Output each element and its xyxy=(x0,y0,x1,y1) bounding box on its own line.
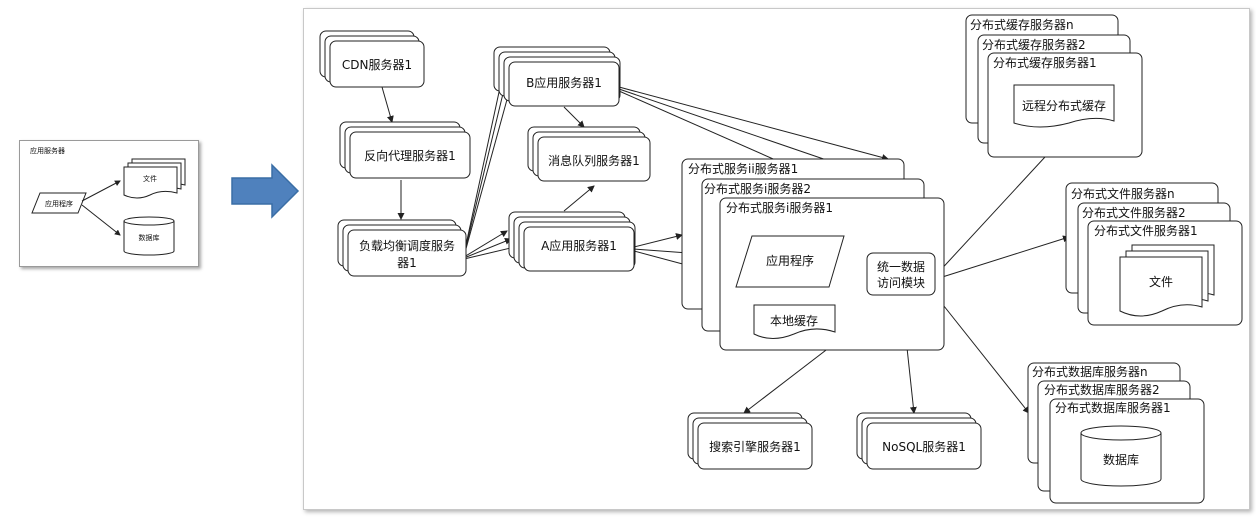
mq-box xyxy=(537,136,651,182)
db-server-stack: 分布式数据库服务器n 分布式数据库服务器2 分布式数据库服务器1 数据库 xyxy=(1027,362,1205,504)
proxy-server-stack: 反向代理服务器1 xyxy=(339,121,471,179)
lb-box xyxy=(347,229,467,277)
edge-b-svc-ii xyxy=(618,86,889,161)
edge-a-svc-ii xyxy=(633,233,683,248)
db-2-label: 分布式数据库服务器2 xyxy=(1044,382,1160,397)
b-app-label: B应用服务器1 xyxy=(526,75,602,90)
file-server-stack: 分布式文件服务器n 分布式文件服务器2 分布式文件服务器1 文件 xyxy=(1065,182,1243,326)
cdn-server-stack: CDN服务器1 xyxy=(319,30,425,88)
file-shape-1 xyxy=(1119,256,1203,317)
edge-lb-b3 xyxy=(463,84,513,257)
file-label: 文件 xyxy=(1149,274,1173,289)
cdn-label: CDN服务器1 xyxy=(342,57,412,72)
edge-lb-a2 xyxy=(463,238,512,259)
db-n-label: 分布式数据库服务器n xyxy=(1032,364,1148,379)
small-edge-app-file xyxy=(81,180,121,202)
search-label: 搜索引擎服务器1 xyxy=(709,439,801,454)
uda-label-2: 访问模块 xyxy=(877,276,925,290)
small-db-body xyxy=(123,221,175,256)
small-app-shape xyxy=(31,192,87,214)
db-cylinder-body xyxy=(1080,433,1162,487)
mq-server-stack: 消息队列服务器1 xyxy=(527,126,651,182)
svc-i2-label: 分布式服务i服务器2 xyxy=(704,181,811,196)
edge-lb-b1 xyxy=(463,68,507,255)
uda-box xyxy=(866,252,936,296)
uda-label-1: 统一数据 xyxy=(877,259,925,274)
small-file-label: 文件 xyxy=(143,174,157,183)
edge-b-mq xyxy=(563,106,585,128)
small-app-label: 应用程序 xyxy=(45,199,73,208)
proxy-label: 反向代理服务器1 xyxy=(364,148,456,163)
b-app-box xyxy=(508,61,620,107)
transition-arrow-shape xyxy=(231,163,300,219)
cache-n-label: 分布式缓存服务器n xyxy=(970,17,1074,32)
small-edge-app-db xyxy=(81,204,121,236)
db-1-label: 分布式数据库服务器1 xyxy=(1055,400,1171,415)
svc-i1-label: 分布式服务i服务器1 xyxy=(726,200,833,215)
cache-server-stack: 分布式缓存服务器n 分布式缓存服务器2 分布式缓存服务器1 远程分布式缓存 xyxy=(965,14,1143,158)
remote-cache-label: 远程分布式缓存 xyxy=(1022,98,1106,113)
lb-label-2: 器1 xyxy=(397,256,417,270)
nosql-server-stack: NoSQL服务器1 xyxy=(856,412,982,470)
a-app-label: A应用服务器1 xyxy=(541,238,617,253)
nosql-box xyxy=(866,422,982,470)
edge-uda-db xyxy=(931,290,1030,414)
file-1-label: 分布式文件服务器1 xyxy=(1094,223,1198,238)
edge-lb-a1 xyxy=(463,230,508,258)
cache-2-label: 分布式缓存服务器2 xyxy=(982,37,1086,52)
app-program-label: 应用程序 xyxy=(766,253,814,268)
distributed-architecture-diagram: CDN服务器1 反向代理服务器1 负载均衡调度服务 器1 B应用服务器1 xyxy=(303,8,1250,510)
file-n-label: 分布式文件服务器n xyxy=(1071,186,1175,201)
proxy-box xyxy=(349,131,471,179)
cdn-box xyxy=(329,40,425,88)
service-server-stack: 分布式服务ii服务器1 分布式服务i服务器2 分布式服务i服务器1 应用程序 本… xyxy=(681,158,945,351)
small-file-shape-1 xyxy=(123,166,178,199)
architecture-svg: CDN服务器1 反向代理服务器1 负载均衡调度服务 器1 B应用服务器1 xyxy=(319,14,1243,504)
small-db-top xyxy=(123,216,175,226)
edge-lb-a3 xyxy=(463,244,516,260)
remote-cache-shape xyxy=(1013,84,1115,128)
lb-label-1: 负载均衡调度服务 xyxy=(359,238,455,253)
a-app-server-stack: A应用服务器1 xyxy=(508,211,636,272)
nosql-label: NoSQL服务器1 xyxy=(882,439,966,454)
db-cylinder-top xyxy=(1080,425,1162,441)
lb-server-stack: 负载均衡调度服务 器1 xyxy=(337,219,467,277)
edge-lb-b2 xyxy=(463,76,509,256)
edge-a-mq xyxy=(563,185,595,212)
transition-arrow xyxy=(231,163,300,219)
edge-cdn-proxy xyxy=(381,86,394,123)
small-db-label: 数据库 xyxy=(139,233,160,242)
local-cache-shape xyxy=(753,304,836,339)
cache-1-label: 分布式缓存服务器1 xyxy=(993,55,1097,70)
single-server-diagram: 应用服务器 应用程序 文件 数据库 xyxy=(19,140,199,267)
small-title: 应用服务器 xyxy=(30,146,65,155)
file-2-label: 分布式文件服务器2 xyxy=(1082,205,1186,220)
db-label: 数据库 xyxy=(1103,452,1139,467)
single-server-svg: 应用服务器 应用程序 文件 数据库 xyxy=(30,146,186,256)
b-app-server-stack: B应用服务器1 xyxy=(493,46,621,107)
search-server-stack: 搜索引擎服务器1 xyxy=(687,412,813,470)
mq-label: 消息队列服务器1 xyxy=(548,153,640,168)
a-app-box xyxy=(523,226,635,272)
search-box xyxy=(697,422,813,470)
svc-ii-label: 分布式服务ii服务器1 xyxy=(688,161,798,176)
app-program-shape xyxy=(735,235,845,288)
local-cache-label: 本地缓存 xyxy=(770,314,818,328)
edge-uda-file xyxy=(935,235,1070,280)
